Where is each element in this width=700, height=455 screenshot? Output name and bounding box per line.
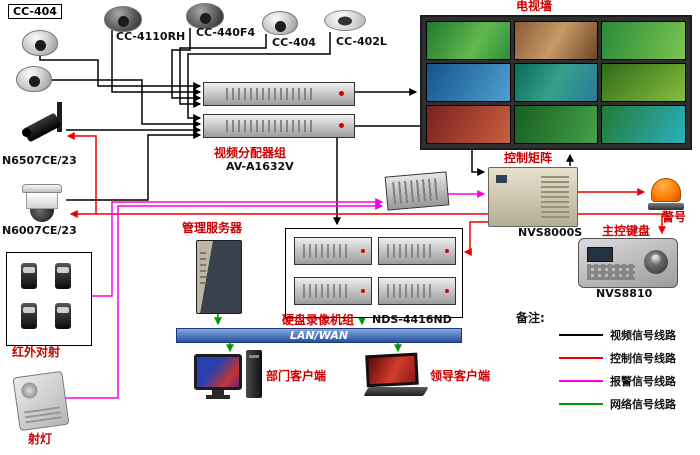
camera-boxed-label: CC-404 [8, 4, 62, 19]
camera-label: CC-4110RH [116, 30, 186, 43]
legend-item-video: 视频信号线路 [558, 327, 676, 343]
tv-screen [426, 105, 511, 144]
tv-screen [426, 63, 511, 102]
keyboard-model: NVS8810 [596, 287, 653, 300]
control-keyboard-icon [578, 238, 678, 288]
distributor-model: AV-A1632V [226, 160, 294, 173]
tv-screen [601, 63, 686, 102]
legend-swatch-alarm [559, 380, 603, 382]
ceiling-dome-camera-icon [324, 10, 366, 31]
tv-wall-label: 电视墙 [516, 0, 553, 13]
ir-sensor-group [6, 252, 92, 346]
tv-screen [426, 21, 511, 60]
legend-label: 报警信号线路 [610, 375, 676, 388]
dvr-unit [294, 277, 372, 305]
distributor-rack-unit [203, 114, 355, 138]
matrix-unit [488, 167, 578, 227]
tv-screen [513, 21, 599, 60]
legend-title: 备注: [516, 311, 545, 325]
siren-label: 警号 [662, 210, 687, 224]
pc-tower-icon [246, 350, 262, 398]
ir-sensor-label: 红外对射 [12, 345, 61, 359]
desktop-monitor-icon [194, 354, 242, 390]
tv-screen [513, 63, 599, 102]
dome-camera-icon [186, 3, 224, 29]
dome-camera-icon [22, 30, 58, 56]
ptz-camera-icon [20, 184, 64, 222]
legend-swatch-video [559, 334, 603, 336]
camera-label: CC-440F4 [196, 26, 256, 39]
dome-camera-icon [16, 66, 52, 92]
dvr-unit [378, 237, 456, 265]
distributor-name: 视频分配器组 [214, 146, 287, 160]
keyboard-name: 主控键盘 [602, 224, 651, 238]
dvr-group [285, 228, 463, 318]
legend-swatch-network [559, 403, 603, 405]
ir-sensor-icon [21, 303, 37, 329]
tv-wall [420, 15, 692, 150]
legend-item-network: 网络信号线路 [558, 396, 676, 412]
dvr-name: 硬盘录像机组 [282, 313, 355, 327]
ir-sensor-icon [55, 263, 71, 289]
legend-label: 视频信号线路 [610, 329, 676, 342]
alarm-host-icon [384, 171, 450, 211]
dept-client-label: 部门客户端 [266, 369, 327, 383]
camera-label: CC-402L [336, 35, 387, 48]
dome-camera-icon [104, 6, 142, 32]
distributor-rack-unit [203, 82, 355, 106]
lan-label: LAN/WAN [289, 329, 349, 342]
ir-sensor-icon [21, 263, 37, 289]
tv-screen [513, 105, 599, 144]
legend-item-alarm: 报警信号线路 [558, 373, 676, 389]
dvr-model: NDS-4416ND [372, 313, 452, 326]
tv-screen [601, 105, 686, 144]
laptop-icon [363, 352, 429, 396]
spotlight-label: 射灯 [28, 432, 53, 446]
server-label: 管理服务器 [182, 221, 243, 235]
monitor-stand [212, 390, 224, 395]
camera-label: N6507CE/23 [2, 154, 77, 167]
camera-label: N6007CE/23 [2, 224, 77, 237]
matrix-model: NVS8000S [518, 226, 583, 239]
monitor-base [206, 395, 230, 399]
lan-bar: LAN/WAN [176, 328, 462, 343]
dvr-unit [378, 277, 456, 305]
siren-icon [648, 178, 684, 210]
ir-sensor-icon [55, 303, 71, 329]
legend-label: 网络信号线路 [610, 398, 676, 411]
dvr-unit [294, 237, 372, 265]
spotlight-icon [12, 370, 70, 432]
tv-screen [601, 21, 686, 60]
camera-label: CC-404 [272, 36, 316, 49]
server-tower-icon [196, 240, 242, 314]
matrix-name: 控制矩阵 [504, 151, 553, 165]
legend-item-control: 控制信号线路 [558, 350, 676, 366]
dome-camera-icon [262, 11, 298, 35]
legend-label: 控制信号线路 [610, 352, 676, 365]
ceiling-mount-camera-icon [22, 102, 68, 150]
leader-client-label: 领导客户端 [430, 369, 491, 383]
legend-swatch-control [559, 357, 603, 359]
